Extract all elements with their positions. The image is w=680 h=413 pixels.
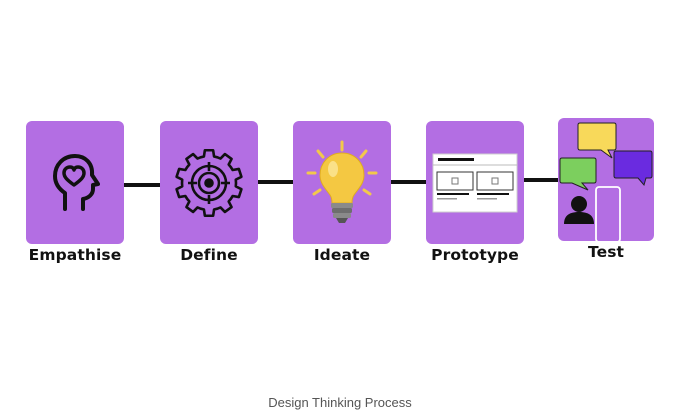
diagram-caption: Design Thinking Process: [268, 395, 412, 410]
lightbulb-icon: [306, 140, 378, 223]
stage-label-empathise: Empathise: [28, 246, 122, 264]
stage-card-test: [558, 118, 654, 241]
connector-line: [523, 178, 558, 182]
stage-card-define: [160, 121, 258, 244]
connector-line: [390, 180, 426, 184]
stage-label-define: Define: [180, 246, 238, 264]
wireframe-icon: [432, 153, 518, 212]
head-heart-icon: [53, 153, 100, 211]
stage-label-test: Test: [587, 243, 625, 261]
connector-line: [258, 180, 293, 184]
connector-line: [124, 183, 160, 187]
stage-label-prototype: Prototype: [431, 246, 519, 264]
stage-card-prototype: [426, 121, 524, 244]
user-chat-feedback-icon: [559, 122, 653, 241]
stage-card-ideate: [293, 121, 391, 244]
gear-target-icon: [175, 148, 243, 217]
stage-card-empathise: [26, 121, 124, 244]
stage-label-ideate: Ideate: [313, 246, 371, 264]
